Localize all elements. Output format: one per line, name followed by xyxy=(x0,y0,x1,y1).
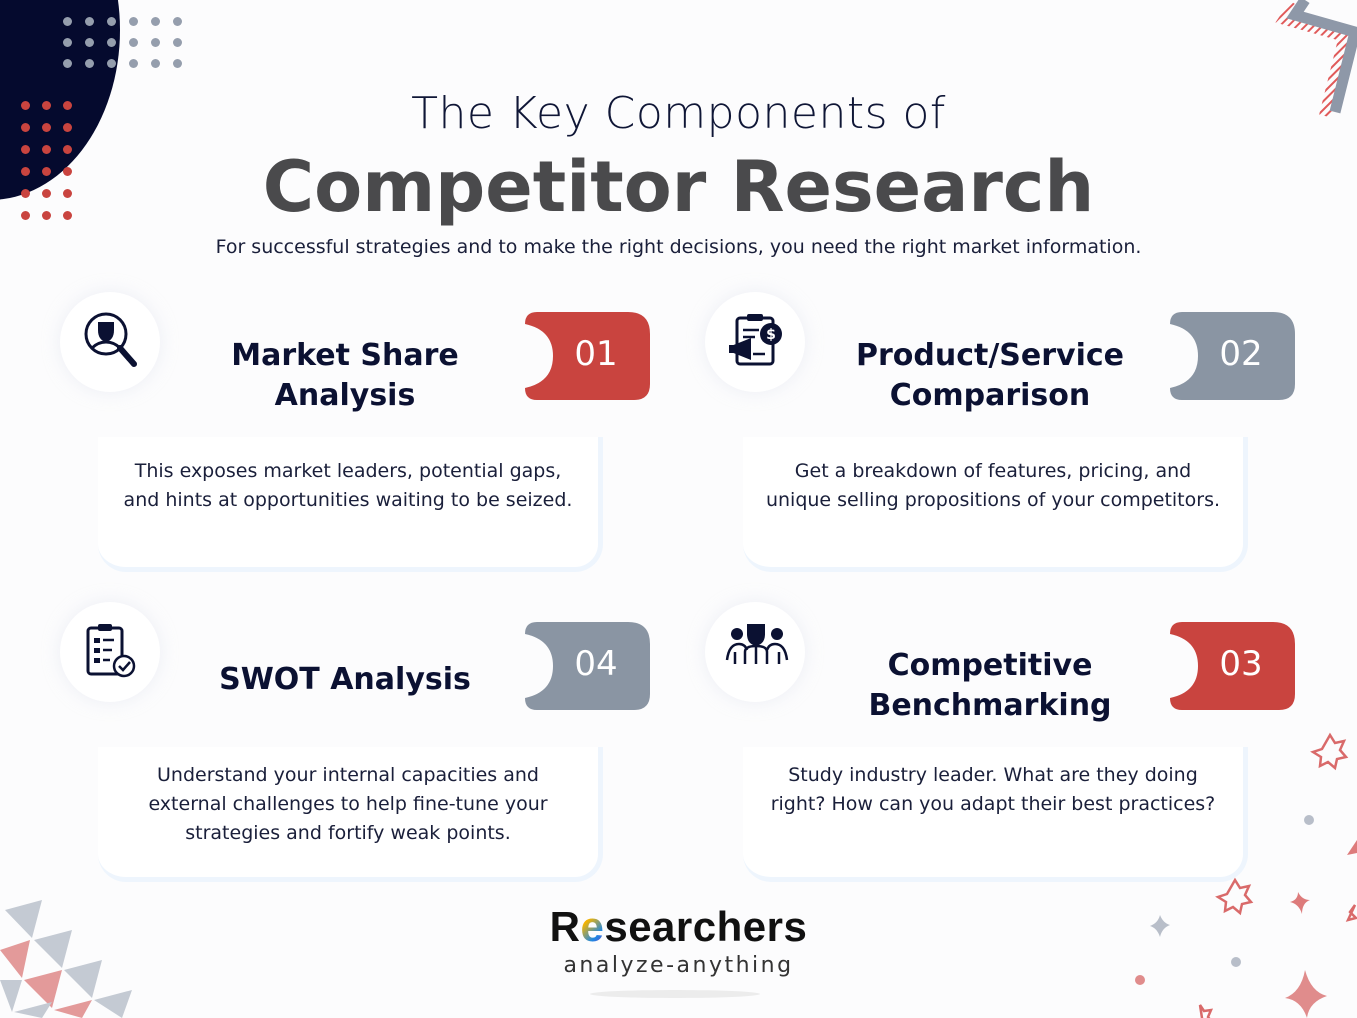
decorative-dot xyxy=(63,145,72,154)
decorative-dot xyxy=(85,38,94,47)
card-description: Get a breakdown of features, pricing, an… xyxy=(765,460,1221,511)
team-leader-icon xyxy=(725,624,789,664)
decorative-dot xyxy=(151,17,160,26)
decorative-dot xyxy=(151,38,160,47)
decorative-dot xyxy=(21,189,30,198)
brand-logo: Researchers xyxy=(549,903,808,950)
decorative-dot xyxy=(107,59,116,68)
decorative-dot xyxy=(129,38,138,47)
svg-text:$: $ xyxy=(766,327,776,343)
card-description: This exposes market leaders, potential g… xyxy=(123,460,573,511)
brand-tagline: analyze-anything xyxy=(563,953,794,978)
decorative-dot xyxy=(129,17,138,26)
decorative-dot xyxy=(63,189,72,198)
decorative-dot xyxy=(42,145,51,154)
decorative-dot xyxy=(173,17,182,26)
page-title-prefix: The Key Components of xyxy=(411,88,946,139)
magnifier-person-icon xyxy=(84,312,137,367)
card-description-box: Study industry leader. What are they doi… xyxy=(743,747,1248,882)
decorative-dot xyxy=(21,101,30,110)
decorative-dot xyxy=(42,167,51,176)
component-card-swot: SWOT Analysis 04 Understand your interna… xyxy=(60,602,660,882)
component-card-product-comparison: $ Product/Service Comparison 02 Get a br… xyxy=(705,292,1305,572)
step-badge: 04 xyxy=(523,622,650,710)
logo-accent-letter: e xyxy=(580,903,605,950)
card-description-box: This exposes market leaders, potential g… xyxy=(98,437,603,572)
decorative-dot xyxy=(63,211,72,220)
decorative-dot xyxy=(107,38,116,47)
decorative-dot xyxy=(173,38,182,47)
decorative-dot xyxy=(21,211,30,220)
decorative-dot xyxy=(21,145,30,154)
decorative-dot xyxy=(173,59,182,68)
decorative-dot xyxy=(63,123,72,132)
step-number: 03 xyxy=(1219,644,1263,684)
step-number: 04 xyxy=(574,644,618,684)
card-title: SWOT Analysis xyxy=(219,662,471,697)
clipboard-checklist-icon xyxy=(86,624,136,678)
card-description: Study industry leader. What are they doi… xyxy=(770,764,1216,815)
card-description-box: Get a breakdown of features, pricing, an… xyxy=(743,437,1248,572)
clipboard-megaphone-dollar-icon: $ xyxy=(729,314,782,366)
decorative-dot xyxy=(63,101,72,110)
icon-bubble xyxy=(705,602,805,702)
logo-shadow xyxy=(590,990,760,998)
decorative-dot xyxy=(85,17,94,26)
decorative-dot xyxy=(63,38,72,47)
step-badge: 03 xyxy=(1168,622,1295,710)
card-title: Product/Service Comparison xyxy=(855,338,1125,413)
decorative-dot xyxy=(63,167,72,176)
decorative-dot xyxy=(21,123,30,132)
card-title: Competitive Benchmarking xyxy=(868,648,1112,723)
icon-bubble xyxy=(60,602,160,702)
card-title: Market Share Analysis xyxy=(231,338,459,413)
page-subtitle: For successful strategies and to make th… xyxy=(215,236,1142,258)
decorative-dot xyxy=(63,17,72,26)
icon-bubble: $ xyxy=(705,292,805,392)
decorative-dot xyxy=(63,59,72,68)
step-badge: 02 xyxy=(1168,312,1295,400)
decorative-sparkles xyxy=(1135,732,1357,1018)
step-number: 01 xyxy=(574,334,618,374)
card-description-box: Understand your internal capacities and … xyxy=(98,747,603,882)
decorative-dot xyxy=(42,211,51,220)
decorative-dot xyxy=(42,123,51,132)
decorative-dot xyxy=(107,17,116,26)
icon-bubble xyxy=(60,292,160,392)
step-number: 02 xyxy=(1219,334,1263,374)
component-card-benchmarking: Competitive Benchmarking 03 Study indust… xyxy=(705,602,1305,882)
card-description: Understand your internal capacities and … xyxy=(148,764,548,844)
decorative-zigzag xyxy=(1275,0,1357,118)
component-card-market-share: Market Share Analysis 01 This exposes ma… xyxy=(60,292,660,572)
page-title: Competitor Research xyxy=(262,146,1095,228)
decorative-dot xyxy=(42,189,51,198)
step-badge: 01 xyxy=(523,312,650,400)
decorative-dot xyxy=(42,101,51,110)
decorative-dot xyxy=(129,59,138,68)
decorative-dot xyxy=(21,167,30,176)
decorative-triangle-cluster xyxy=(0,900,132,1018)
decorative-dot xyxy=(85,59,94,68)
decorative-dot xyxy=(151,59,160,68)
